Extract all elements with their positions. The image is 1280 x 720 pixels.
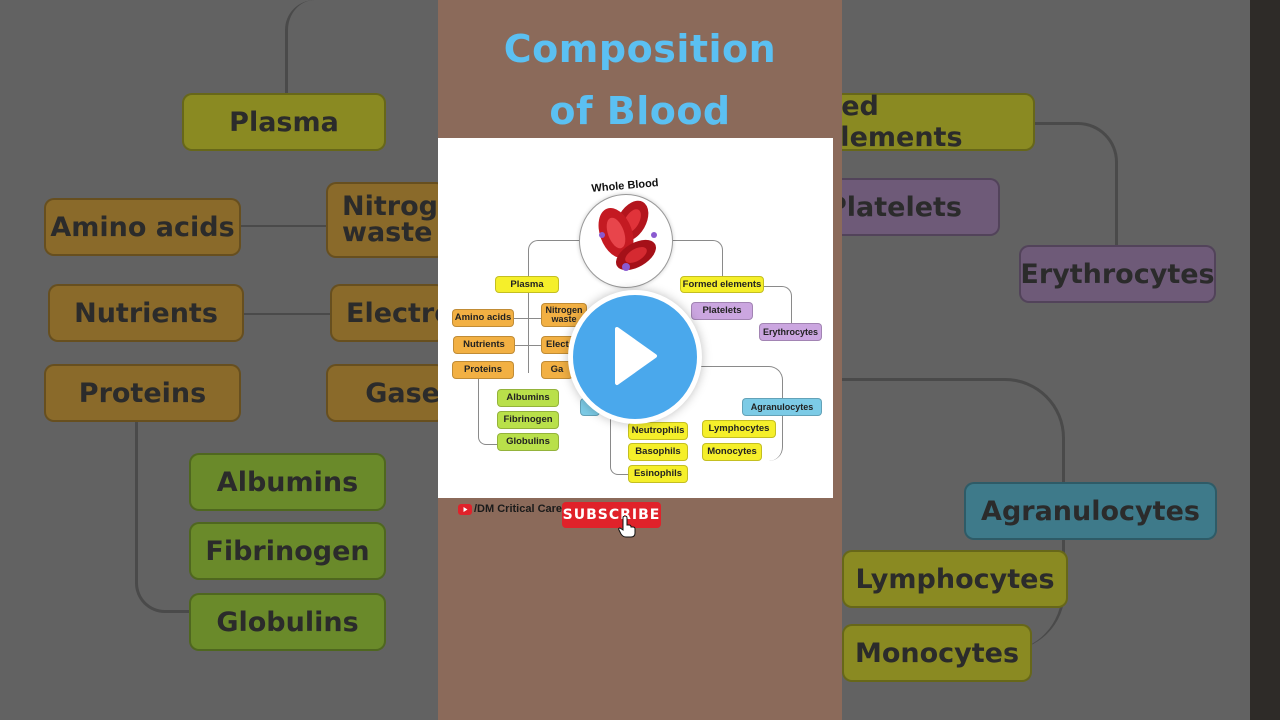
node-platelets: Platelets xyxy=(691,302,753,320)
channel-name: /DM Critical Care xyxy=(474,503,563,515)
node-formed-elements: Formed elements xyxy=(680,276,764,293)
bg-agranulocytes: Agranulocytes xyxy=(964,482,1217,540)
connector xyxy=(478,378,499,445)
bg-globulins: Globulins xyxy=(189,593,386,651)
bg-proteins: Proteins xyxy=(44,364,241,422)
connector xyxy=(670,240,723,277)
node-erythrocytes: Erythrocytes xyxy=(759,323,822,341)
connector xyxy=(763,286,792,331)
subscribe-button[interactable]: SUBSCRIBE xyxy=(562,502,661,528)
youtube-icon xyxy=(458,503,472,515)
video-panel[interactable]: Composition of Blood Whole Blood xyxy=(438,0,842,720)
node-proteins: Proteins xyxy=(452,361,514,379)
node-basophils: Basophils xyxy=(628,443,688,461)
bg-platelets: Platelets xyxy=(820,178,1000,236)
red-blood-cells-icon xyxy=(598,200,657,271)
diagram-card: Whole Blood Plasma Formed elements Amino… xyxy=(438,138,833,498)
node-neutrophils: Neutrophils xyxy=(628,422,688,440)
connector xyxy=(528,293,529,373)
node-monocytes: Monocytes xyxy=(702,443,762,461)
title-text: Composition of Blood xyxy=(503,27,777,133)
node-albumins: Albumins xyxy=(497,389,559,407)
node-esinophils: Esinophils xyxy=(628,465,688,483)
bg-plasma: Plasma xyxy=(182,93,386,151)
node-agranulocytes: Agranulocytes xyxy=(742,398,822,416)
bg-connector xyxy=(1035,122,1118,265)
bg-electrolytes: Electro xyxy=(330,284,453,342)
channel-link[interactable]: /DM Critical Care xyxy=(458,503,562,515)
bg-gases: Gase xyxy=(326,364,446,422)
connector xyxy=(508,318,548,319)
bg-monocytes: Monocytes xyxy=(842,624,1032,682)
node-nitrogen-waste: Nitrogen waste xyxy=(541,303,587,327)
bg-lymphocytes: Lymphocytes xyxy=(842,550,1068,608)
node-lymphocytes: Lymphocytes xyxy=(702,420,776,438)
bg-amino-acids: Amino acids xyxy=(44,198,241,256)
connector xyxy=(508,345,548,346)
whole-blood-circle xyxy=(579,194,673,288)
connector xyxy=(610,418,631,475)
node-fibrinogen: Fibrinogen xyxy=(497,411,559,429)
connector xyxy=(528,240,579,277)
node-gases: Ga xyxy=(541,361,573,379)
bg-connector xyxy=(240,225,330,227)
page-title: Composition of Blood xyxy=(438,18,842,142)
bg-connector xyxy=(135,420,198,613)
node-globulins: Globulins xyxy=(497,433,559,451)
bg-erythrocytes: Erythrocytes xyxy=(1019,245,1216,303)
bg-formed-elements: ned elements xyxy=(820,91,1035,153)
node-amino-acids: Amino acids xyxy=(452,309,514,327)
play-icon xyxy=(615,327,657,385)
hand-cursor-icon xyxy=(618,516,636,538)
node-plasma: Plasma xyxy=(495,276,559,293)
bg-albumins: Albumins xyxy=(189,453,386,511)
bg-nitrogen-waste: Nitroge waste xyxy=(326,182,456,258)
right-edge-bar xyxy=(1250,0,1280,720)
bg-fibrinogen: Fibrinogen xyxy=(189,522,386,580)
bg-nutrients: Nutrients xyxy=(48,284,244,342)
bg-connector xyxy=(240,313,330,315)
play-button[interactable] xyxy=(568,290,702,424)
node-nutrients: Nutrients xyxy=(453,336,515,354)
bg-connector xyxy=(285,0,448,100)
root-label: Whole Blood xyxy=(590,177,660,195)
